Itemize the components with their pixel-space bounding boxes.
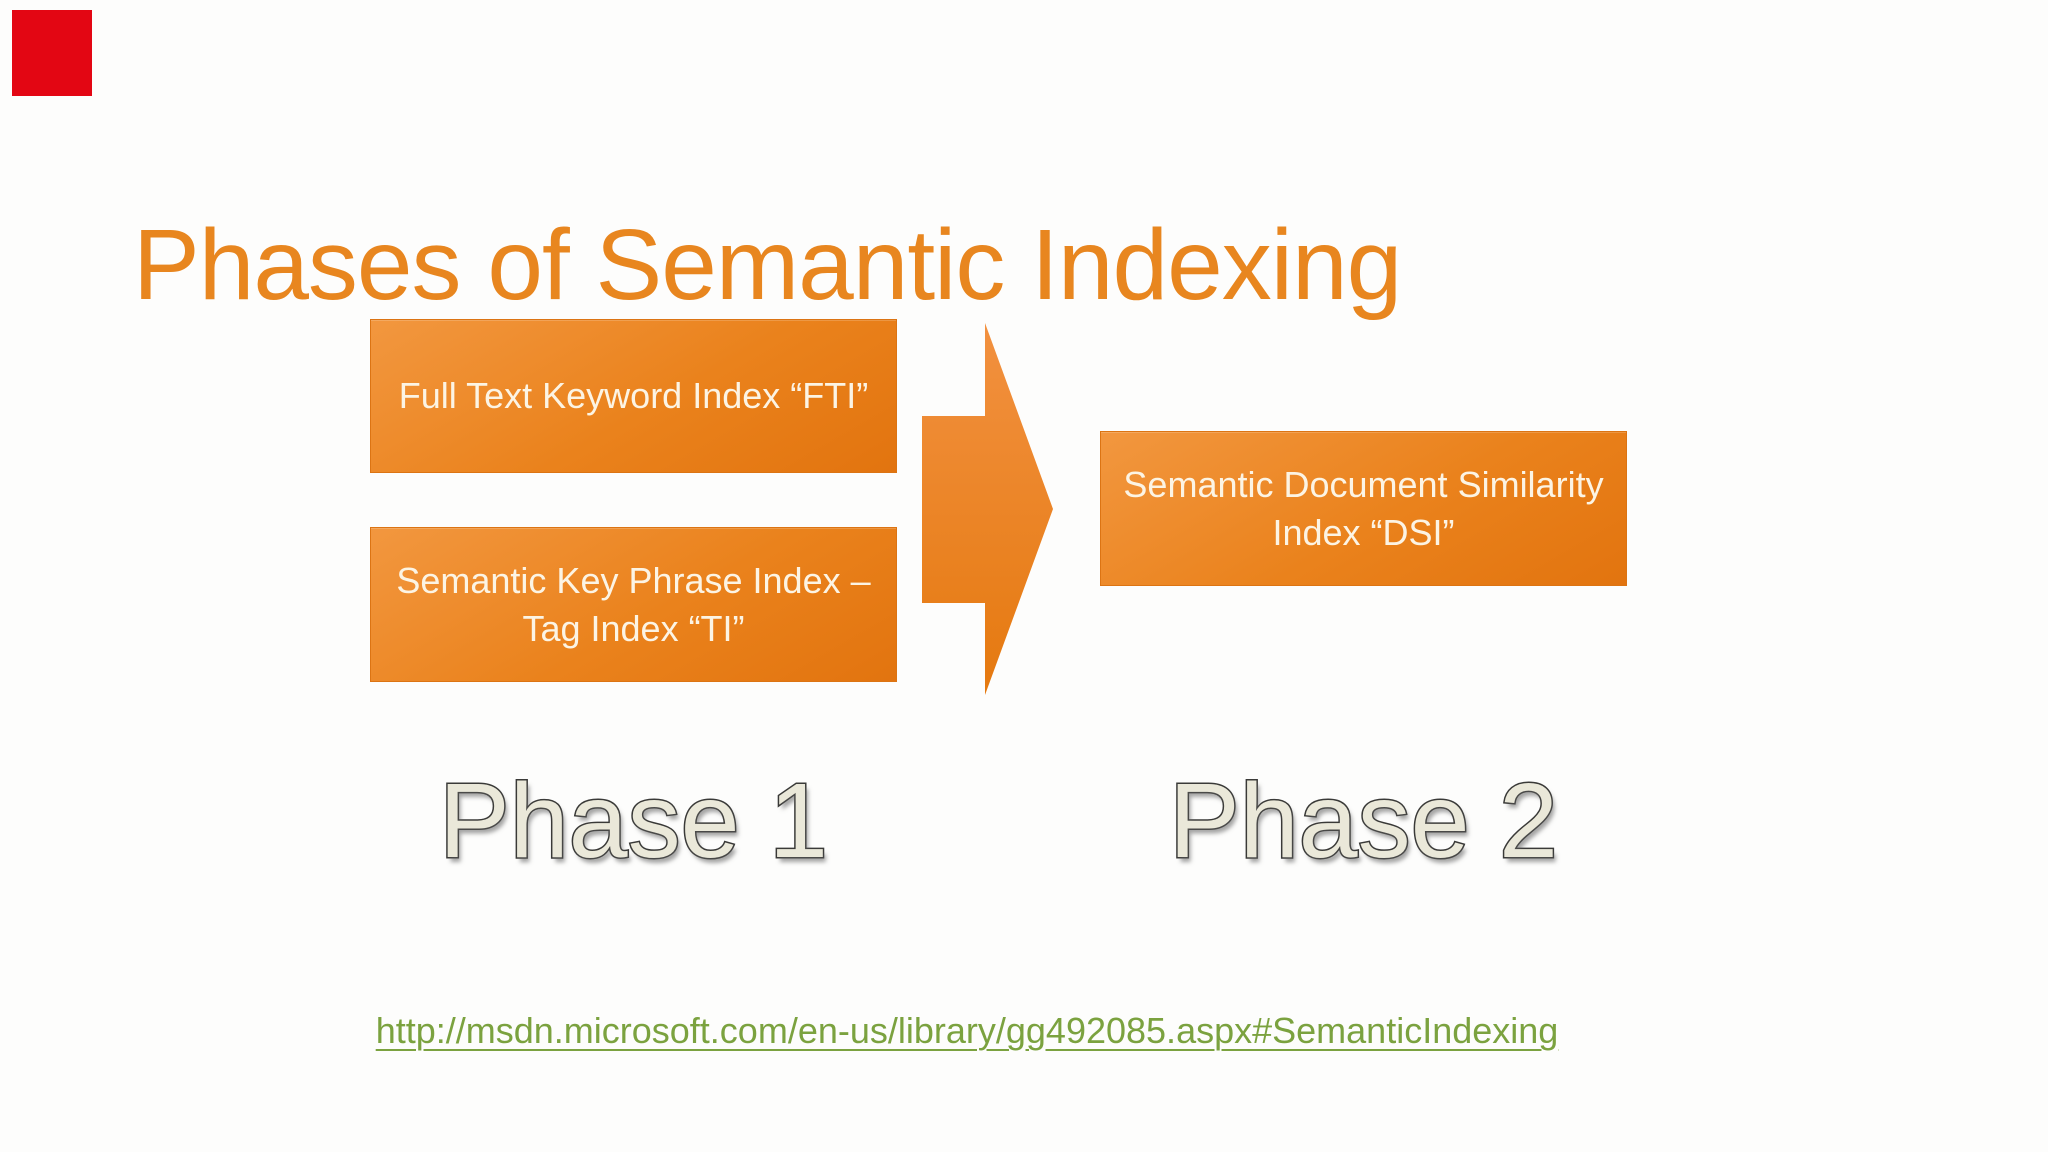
slide-title: Phases of Semantic Indexing xyxy=(133,209,1402,321)
phase-2-label: Phase 2 xyxy=(1168,762,1560,880)
box-label-line2: Index “DSI” xyxy=(1272,511,1455,553)
box-label-line1: Semantic Key Phrase Index – xyxy=(396,559,871,601)
box-semantic-document-similarity-index: Semantic Document Similarity Index “DSI” xyxy=(1100,431,1627,586)
box-label-line2: Tag Index “TI” xyxy=(522,607,745,649)
source-url-link[interactable]: http://msdn.microsoft.com/en-us/library/… xyxy=(375,1010,1559,1051)
box-label-line1: Semantic Document Similarity xyxy=(1123,463,1604,505)
arrow-right-shape xyxy=(922,323,1053,695)
box-full-text-keyword-index: Full Text Keyword Index “FTI” xyxy=(370,319,897,473)
red-marker xyxy=(12,10,92,96)
box-label: Full Text Keyword Index “FTI” xyxy=(398,375,869,417)
box-semantic-key-phrase-index: Semantic Key Phrase Index – Tag Index “T… xyxy=(370,527,897,682)
phase-1-label: Phase 1 xyxy=(438,762,830,880)
